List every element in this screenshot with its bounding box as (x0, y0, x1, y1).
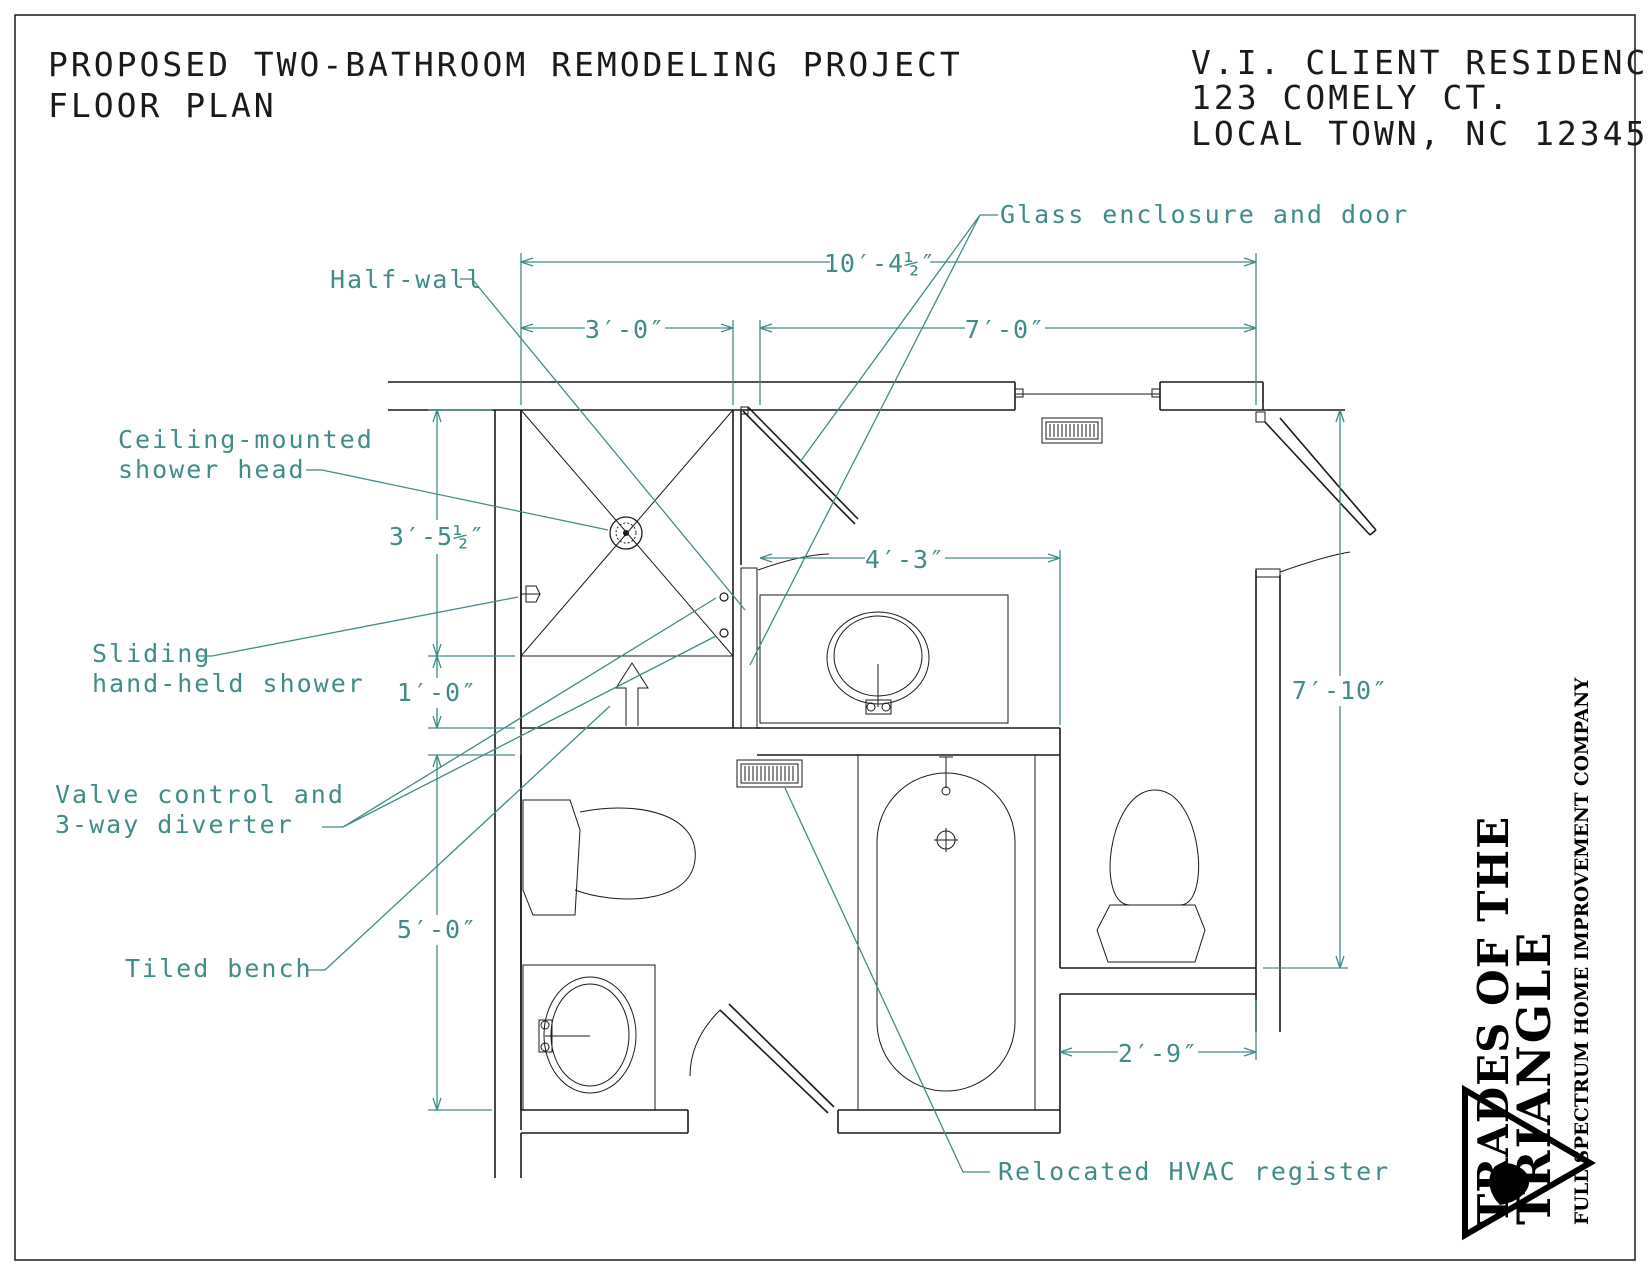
dim-bench-depth: 1′-0″ (397, 678, 477, 707)
lower-sink-icon (543, 976, 637, 1094)
left-toilet-icon (522, 799, 696, 916)
client-name: V.I. CLIENT RESIDENCE (1191, 43, 1650, 82)
hand-shower-icon (521, 585, 541, 603)
svg-text:FULL SPECTRUM HOME IMPROVEMENT: FULL SPECTRUM HOME IMPROVEMENT COMPANY (1572, 677, 1593, 1225)
glass-door-swing (757, 553, 830, 571)
top-wall (388, 381, 1345, 411)
valve-icon (719, 592, 729, 602)
svg-text:TRADES OF THE: TRADES OF THE (1469, 816, 1518, 1225)
company-logo: TRADES OF THE TRIANGLE FULL SPECTRUM HOM… (1462, 677, 1596, 1241)
hvac-register-lower-icon (736, 759, 803, 788)
upper-vanity (757, 594, 1061, 756)
lower-door (719, 1009, 829, 1114)
logo-triangle-icon (1462, 1084, 1596, 1241)
glass-door-upper-inner (747, 406, 859, 520)
lower-door-swing (689, 1009, 721, 1077)
half-wall (740, 406, 758, 729)
callouts: Glass enclosure and door Half-wall Ceili… (55, 200, 1409, 1186)
project-title: PROPOSED TWO-BATHROOM REMODELING PROJECT (48, 45, 963, 84)
sheet-border (14, 14, 1636, 1261)
shower-stall (520, 409, 760, 729)
client-city: LOCAL TOWN, NC 12345 (1191, 114, 1648, 153)
entry-door-swing (1279, 551, 1351, 573)
hvac-register-upper-icon (1041, 417, 1103, 444)
callout-hand-shower-2: hand-held shower (92, 669, 365, 698)
dimensions: 10′-4½″ 3′-0″ 7′-0″ 3′-5½″ 1′-0″ 4′-3″ (387, 245, 1388, 1111)
callout-glass-enclosure: Glass enclosure and door (1000, 200, 1409, 229)
logo-tools-icon (1489, 1163, 1530, 1205)
dim-bath-depth: 7′-10″ (1292, 676, 1388, 705)
lower-vanity (522, 964, 656, 1111)
client-street: 123 COMELY CT. (1191, 78, 1511, 117)
callout-hvac: Relocated HVAC register (998, 1157, 1390, 1186)
callout-shower-head-1: Ceiling-mounted (118, 425, 374, 454)
dim-overall-width: 10′-4½″ (824, 249, 936, 278)
callout-valve-2: 3-way diverter (55, 810, 294, 839)
diverter-icon (719, 628, 729, 638)
callout-valve-1: Valve control and (55, 780, 345, 809)
shower-head-icon (609, 516, 643, 550)
dim-shower-width: 3′-0″ (585, 315, 665, 344)
dim-passage-width: 2′-9″ (1118, 1039, 1198, 1068)
right-toilet-icon (1096, 789, 1206, 963)
callout-hand-shower-1: Sliding (92, 639, 211, 668)
bench-arrow-icon (615, 662, 649, 726)
callout-bench: Tiled bench (125, 954, 313, 983)
dim-bath-width: 7′-0″ (965, 315, 1045, 344)
dim-lower-bath-depth: 5′-0″ (397, 915, 477, 944)
callout-half-wall: Half-wall (330, 265, 483, 294)
dim-vanity-width: 4′-3″ (865, 545, 945, 574)
entry-door (1264, 421, 1371, 536)
callout-shower-head-2: shower head (118, 455, 306, 484)
entry-door-2 (1279, 417, 1377, 531)
floor-plan (388, 381, 1377, 1178)
drawing-title: FLOOR PLAN (48, 86, 277, 125)
glass-door-upper (742, 410, 856, 525)
bathtub-icon (857, 754, 1036, 1111)
dim-shower-depth: 3′-5½″ (389, 522, 485, 551)
